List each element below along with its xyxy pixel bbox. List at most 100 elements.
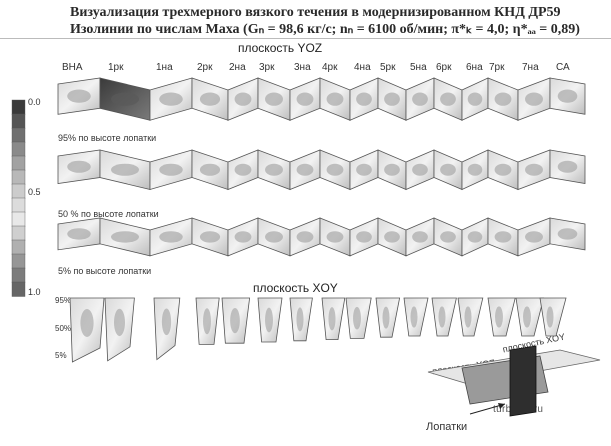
xoy-contour bbox=[438, 306, 446, 328]
colorbar-tick-0: 0.0 bbox=[28, 97, 41, 107]
inset-plane-xoy bbox=[509, 345, 537, 417]
contour-region bbox=[525, 231, 543, 243]
contour-region bbox=[265, 92, 283, 106]
contour-region bbox=[557, 160, 578, 173]
contour-region bbox=[159, 92, 183, 106]
contour-region bbox=[67, 160, 91, 173]
contour-region bbox=[412, 92, 428, 106]
colorbar-segment bbox=[11, 141, 26, 157]
contour-region bbox=[356, 163, 372, 176]
inset-arrowhead bbox=[498, 403, 505, 409]
xoy-tick-95: 95% bbox=[55, 296, 72, 305]
stage-label-15: СА bbox=[556, 62, 570, 73]
stage-label-3: 2рк bbox=[197, 62, 213, 73]
contour-region bbox=[265, 163, 283, 176]
colorbar-segment bbox=[11, 183, 26, 199]
contour-region bbox=[494, 92, 512, 106]
contour-region bbox=[412, 231, 428, 243]
colorbar-segment bbox=[11, 197, 26, 213]
contour-region bbox=[412, 163, 428, 176]
contour-region bbox=[440, 231, 456, 243]
xoy-contour bbox=[410, 306, 418, 328]
contour-region bbox=[199, 163, 221, 176]
colorbar-segment bbox=[11, 281, 26, 297]
contour-region bbox=[111, 231, 139, 243]
contour-region bbox=[326, 92, 344, 106]
xoy-contour bbox=[328, 307, 336, 331]
inset-diagram bbox=[427, 345, 601, 417]
row-label-95: 95% по высоте лопатки bbox=[58, 133, 157, 143]
contour-region bbox=[67, 89, 91, 103]
colorbar-segment bbox=[11, 169, 26, 185]
yoz-plane-label: плоскость YOZ bbox=[238, 41, 323, 55]
contour-region bbox=[234, 92, 252, 106]
xoy-contour bbox=[382, 306, 390, 329]
contour-region bbox=[67, 228, 91, 240]
contour-region bbox=[467, 231, 483, 243]
title-rule bbox=[0, 38, 611, 39]
stage-label-8: 4на bbox=[354, 62, 371, 73]
stage-label-14: 7на bbox=[522, 62, 539, 73]
xoy-contour bbox=[203, 308, 211, 335]
stage-label-1: 1рк bbox=[108, 62, 124, 73]
contour-region bbox=[199, 231, 221, 243]
stage-label-5: 3рк bbox=[259, 62, 275, 73]
contour-region bbox=[440, 163, 456, 176]
xoy-plane-label: плоскость XOY bbox=[253, 281, 338, 295]
contour-region bbox=[384, 163, 400, 176]
contour-region bbox=[525, 163, 543, 176]
figure-title: Визуализация трехмерного вязкого течения… bbox=[70, 4, 580, 38]
contour-region bbox=[296, 163, 314, 176]
xoy-contour bbox=[523, 306, 531, 328]
colorbar-segment bbox=[11, 127, 26, 143]
contour-region bbox=[525, 92, 543, 106]
xoy-contour bbox=[230, 307, 240, 334]
colorbar-segment bbox=[11, 211, 26, 227]
contour-region bbox=[199, 92, 221, 106]
stage-label-10: 5на bbox=[410, 62, 427, 73]
xoy-contour bbox=[80, 309, 94, 337]
contour-region bbox=[384, 92, 400, 106]
xoy-contour bbox=[296, 307, 304, 332]
contour-region bbox=[356, 231, 372, 243]
xoy-contour bbox=[265, 307, 273, 333]
contour-region bbox=[440, 92, 456, 106]
stage-label-11: 6рк bbox=[436, 62, 452, 73]
xoy-tick-50: 50% bbox=[55, 324, 72, 333]
contour-region bbox=[111, 92, 139, 106]
colorbar-tick-0-5: 0.5 bbox=[28, 187, 41, 197]
colorbar-segment bbox=[11, 253, 26, 269]
stage-label-12: 6на bbox=[466, 62, 483, 73]
stage-label-9: 5рк bbox=[380, 62, 396, 73]
stage-label-2: 1на bbox=[156, 62, 173, 73]
xoy-contour bbox=[353, 306, 361, 330]
contour-region bbox=[326, 231, 344, 243]
contour-region bbox=[494, 163, 512, 176]
xoy-contour bbox=[546, 306, 554, 328]
xoy-contour bbox=[161, 308, 172, 336]
colorbar-segment bbox=[11, 225, 26, 241]
stage-label-4: 2на bbox=[229, 62, 246, 73]
contour-region bbox=[234, 163, 252, 176]
colorbar-tick-1: 1.0 bbox=[28, 287, 41, 297]
xoy-contour bbox=[495, 306, 503, 328]
row-label-50: 50 % по высоте лопатки bbox=[58, 209, 159, 219]
title-line-1: Визуализация трехмерного вязкого течения… bbox=[70, 5, 561, 20]
xoy-contour bbox=[464, 306, 472, 328]
contour-region bbox=[265, 231, 283, 243]
contour-region bbox=[234, 231, 252, 243]
xoy-tick-5: 5% bbox=[55, 351, 67, 360]
contour-region bbox=[296, 231, 314, 243]
stage-label-13: 7рк bbox=[489, 62, 505, 73]
contour-region bbox=[467, 92, 483, 106]
contour-region bbox=[494, 231, 512, 243]
title-line-2: Изолинии по числам Маха (Gₙ = 98,6 кг/с;… bbox=[70, 22, 580, 37]
inset-blades-label: Лопатки bbox=[426, 421, 468, 433]
colorbar bbox=[11, 99, 26, 297]
xoy-contour bbox=[114, 308, 125, 337]
contour-region bbox=[159, 231, 183, 243]
contour-region bbox=[111, 163, 139, 176]
colorbar-segment bbox=[11, 239, 26, 255]
yoz-rows bbox=[57, 77, 586, 257]
